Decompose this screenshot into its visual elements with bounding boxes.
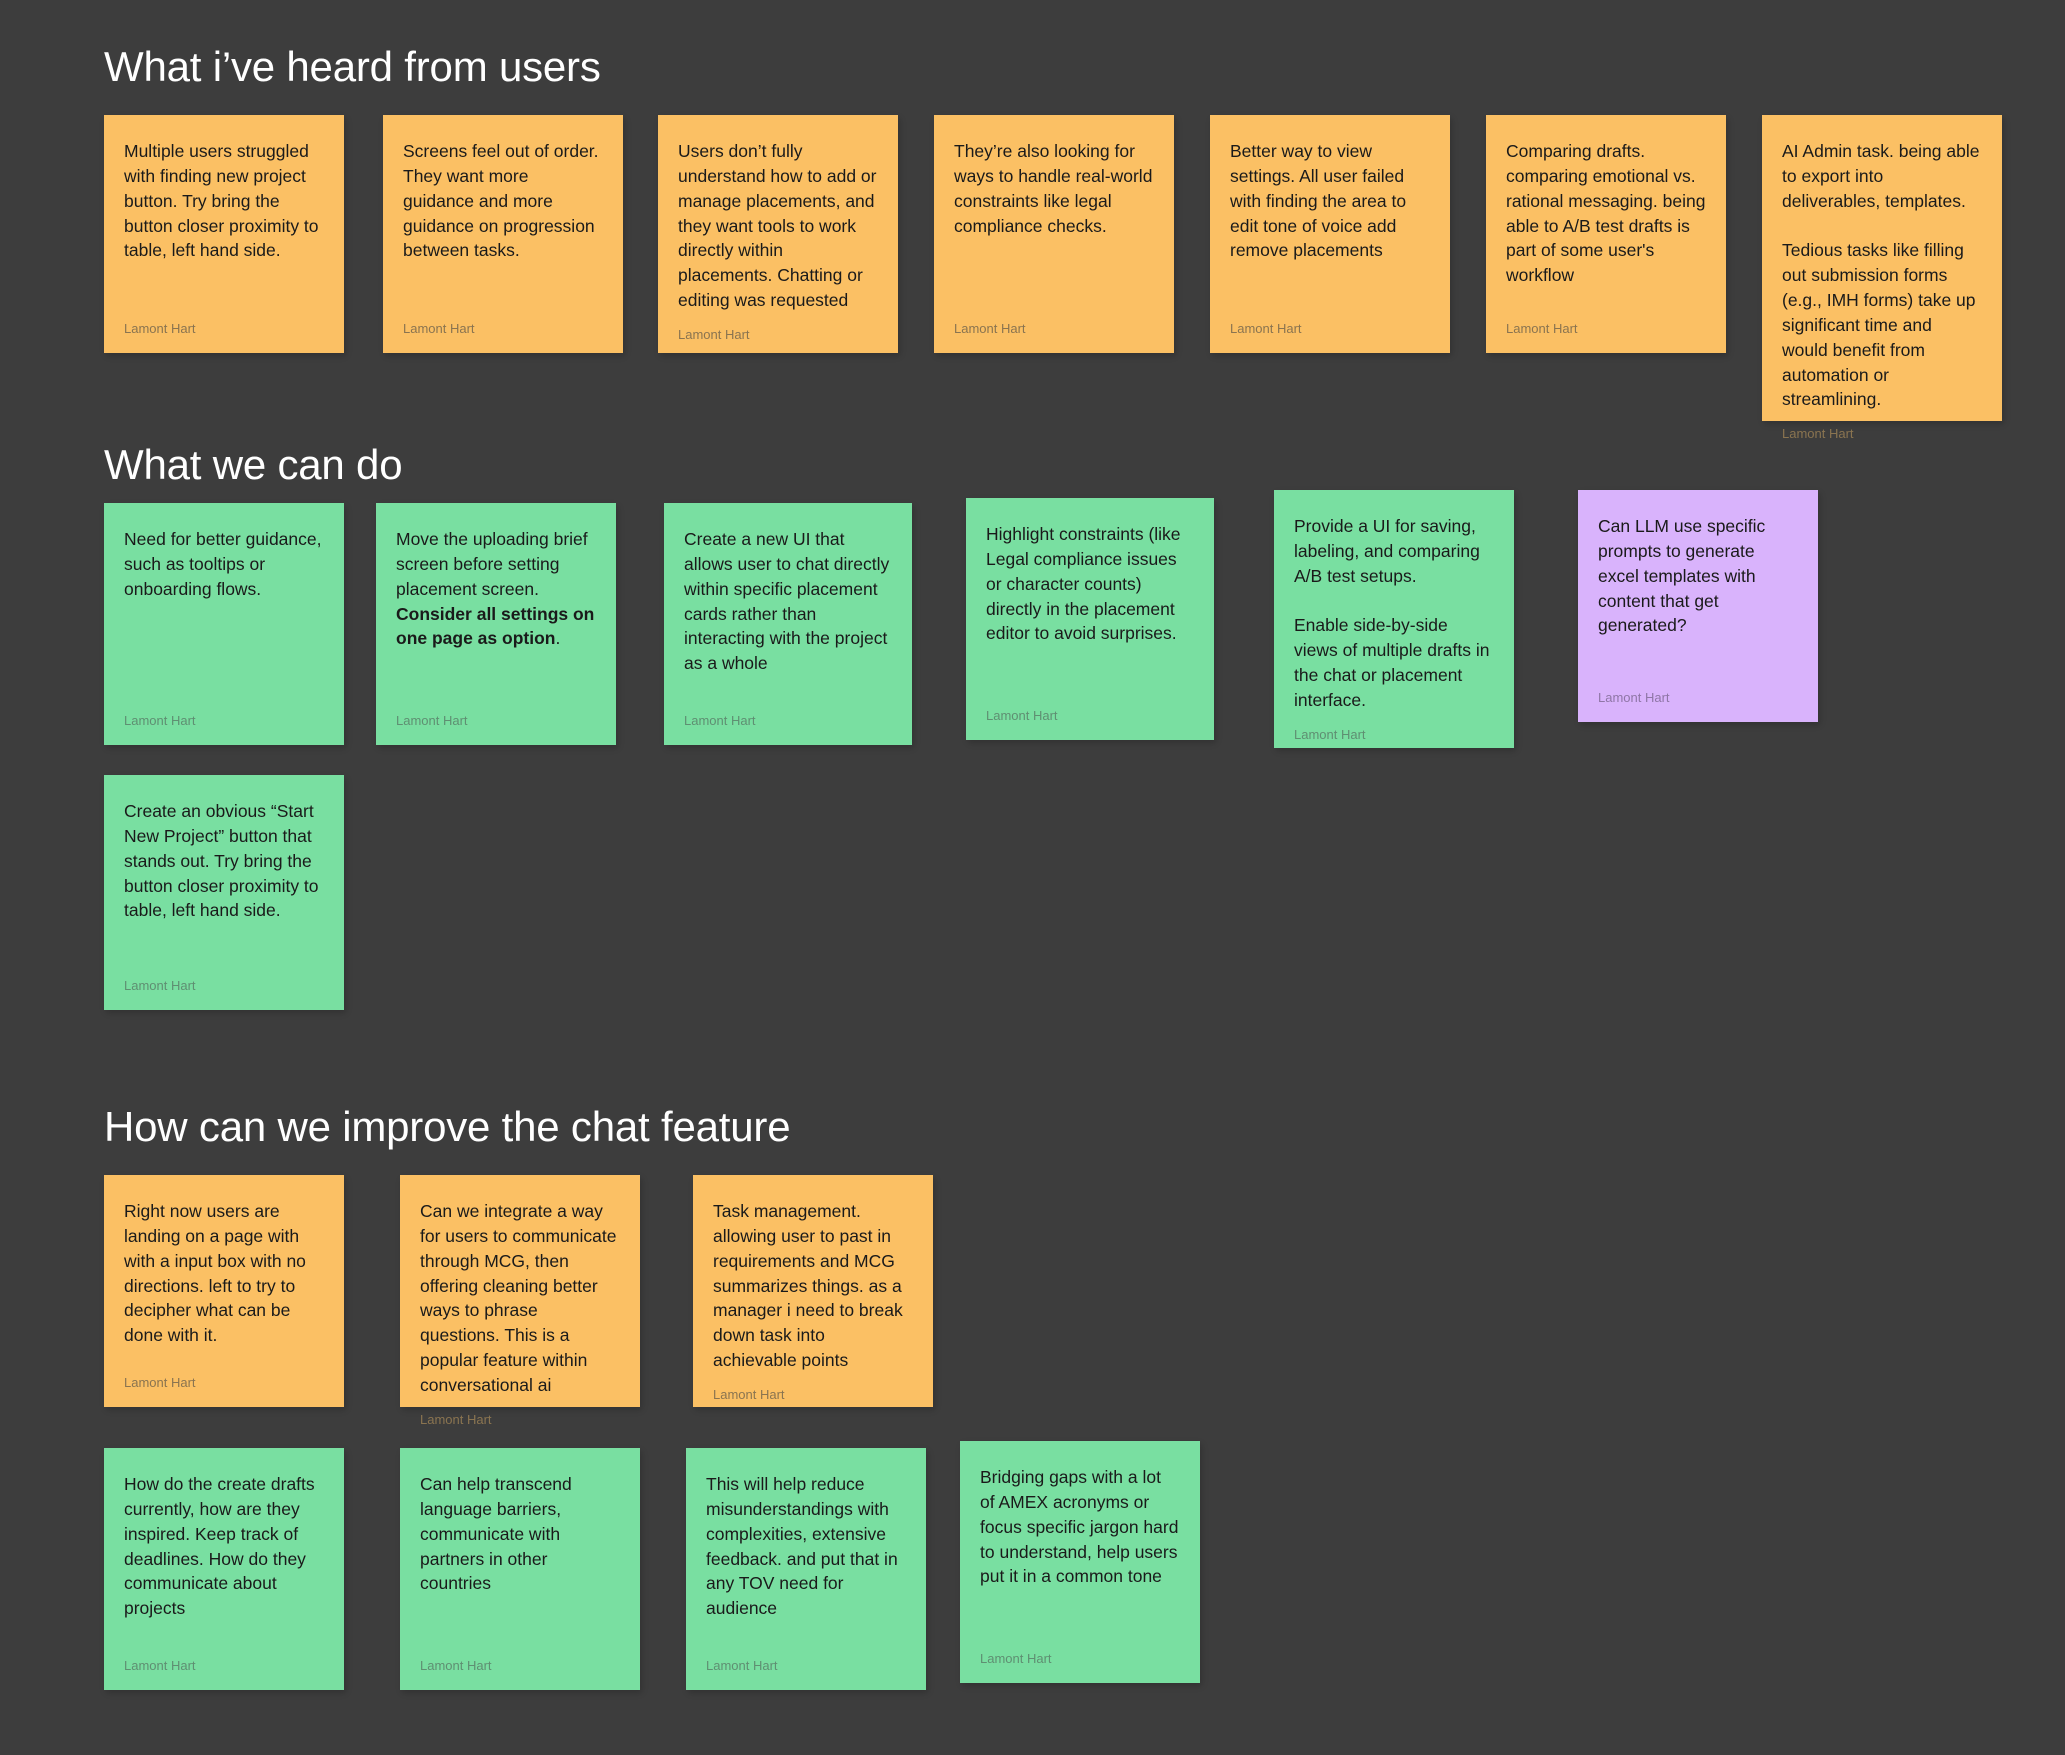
sticky-note-text: Can LLM use specific prompts to generate… <box>1598 516 1771 636</box>
sticky-note-text: Bridging gaps with a lot of AMEX acronym… <box>980 1467 1184 1587</box>
sticky-note-text: Create a new UI that allows user to chat… <box>684 529 895 674</box>
sticky-note-author: Lamont Hart <box>980 1651 1052 1667</box>
sticky-note[interactable]: Users don’t fully understand how to add … <box>658 115 898 353</box>
sticky-note-author: Lamont Hart <box>986 708 1058 724</box>
sticky-note[interactable]: Create a new UI that allows user to chat… <box>664 503 912 745</box>
sticky-note-author: Lamont Hart <box>124 1375 196 1391</box>
sticky-note[interactable]: How do the create drafts currently, how … <box>104 1448 344 1690</box>
sticky-note-author: Lamont Hart <box>1294 726 1366 742</box>
sticky-note-author: Lamont Hart <box>396 713 468 729</box>
sticky-note-text: How do the create drafts currently, how … <box>124 1474 320 1619</box>
section-title-cando: What we can do <box>104 441 403 488</box>
sticky-note-text: Screens feel out of order. They want mor… <box>403 141 604 261</box>
sticky-note[interactable]: Comparing drafts. comparing emotional vs… <box>1486 115 1726 353</box>
sticky-note-text: Right now users are landing on a page wi… <box>124 1201 311 1346</box>
sticky-note-text: Users don’t fully understand how to add … <box>678 141 882 311</box>
sticky-note-author: Lamont Hart <box>1230 321 1302 337</box>
sticky-note-text: Can we integrate a way for users to comm… <box>420 1201 622 1395</box>
sticky-note[interactable]: Can LLM use specific prompts to generate… <box>1578 490 1818 722</box>
sticky-note-text: Provide a UI for saving, labeling, and c… <box>1294 516 1490 710</box>
sticky-note-author: Lamont Hart <box>678 326 750 342</box>
sticky-note-text-suffix: . <box>555 628 561 649</box>
sticky-note[interactable]: Right now users are landing on a page wi… <box>104 1175 344 1407</box>
sticky-note[interactable]: Task management. allowing user to past i… <box>693 1175 933 1407</box>
sticky-note-author: Lamont Hart <box>1782 426 1854 442</box>
sticky-note-author: Lamont Hart <box>124 713 196 729</box>
sticky-note-author: Lamont Hart <box>403 321 475 337</box>
sticky-note-text: They’re also looking for ways to handle … <box>954 141 1158 236</box>
sticky-note-author: Lamont Hart <box>420 1658 492 1674</box>
sticky-note-author: Lamont Hart <box>124 978 196 994</box>
sticky-note-text: Better way to view settings. All user fa… <box>1230 141 1411 261</box>
sticky-note-author: Lamont Hart <box>713 1386 785 1402</box>
sticky-note[interactable]: Multiple users struggled with finding ne… <box>104 115 344 353</box>
section-title-heard: What i’ve heard from users <box>104 43 601 90</box>
sticky-note-author: Lamont Hart <box>124 1658 196 1674</box>
sticky-note[interactable]: Create an obvious “Start New Project” bu… <box>104 775 344 1010</box>
sticky-note[interactable]: Better way to view settings. All user fa… <box>1210 115 1450 353</box>
sticky-note-text: Highlight constraints (like Legal compli… <box>986 524 1186 644</box>
sticky-note[interactable]: AI Admin task. being able to export into… <box>1762 115 2002 441</box>
sticky-note-text: Move the uploading brief screen before s… <box>396 527 596 651</box>
sticky-note-author: Lamont Hart <box>1598 690 1670 706</box>
sticky-note-text-emphasis: Consider all settings on one page as opt… <box>396 603 600 649</box>
sticky-note-author: Lamont Hart <box>420 1411 492 1427</box>
sticky-note-author: Lamont Hart <box>706 1658 778 1674</box>
sticky-note-text: Need for better guidance, such as toolti… <box>124 529 327 599</box>
sticky-note[interactable]: Move the uploading brief screen before s… <box>376 503 616 745</box>
sticky-note-author: Lamont Hart <box>954 321 1026 337</box>
sticky-note-text: Multiple users struggled with finding ne… <box>124 141 324 261</box>
sticky-note-author: Lamont Hart <box>124 321 196 337</box>
sticky-note-text-prefix: Move the uploading brief screen before s… <box>396 529 593 599</box>
sticky-note-text: AI Admin task. being able to export into… <box>1782 141 1980 410</box>
sticky-note-author: Lamont Hart <box>1506 321 1578 337</box>
sticky-note[interactable]: Need for better guidance, such as toolti… <box>104 503 344 745</box>
sticky-note-text: This will help reduce misunderstandings … <box>706 1474 903 1619</box>
sticky-note[interactable]: They’re also looking for ways to handle … <box>934 115 1174 353</box>
sticky-note-text: Task management. allowing user to past i… <box>713 1201 908 1371</box>
section-title-chat: How can we improve the chat feature <box>104 1103 791 1150</box>
sticky-note[interactable]: Can help transcend language barriers, co… <box>400 1448 640 1690</box>
sticky-note[interactable]: This will help reduce misunderstandings … <box>686 1448 926 1690</box>
sticky-note[interactable]: Highlight constraints (like Legal compli… <box>966 498 1214 740</box>
sticky-note-author: Lamont Hart <box>684 713 756 729</box>
sticky-note[interactable]: Screens feel out of order. They want mor… <box>383 115 623 353</box>
sticky-note[interactable]: Provide a UI for saving, labeling, and c… <box>1274 490 1514 748</box>
sticky-note[interactable]: Can we integrate a way for users to comm… <box>400 1175 640 1427</box>
sticky-note-text: Create an obvious “Start New Project” bu… <box>124 801 324 921</box>
sticky-note-text: Can help transcend language barriers, co… <box>420 1474 577 1594</box>
sticky-note-text: Comparing drafts. comparing emotional vs… <box>1506 141 1711 286</box>
sticky-note[interactable]: Bridging gaps with a lot of AMEX acronym… <box>960 1441 1200 1683</box>
